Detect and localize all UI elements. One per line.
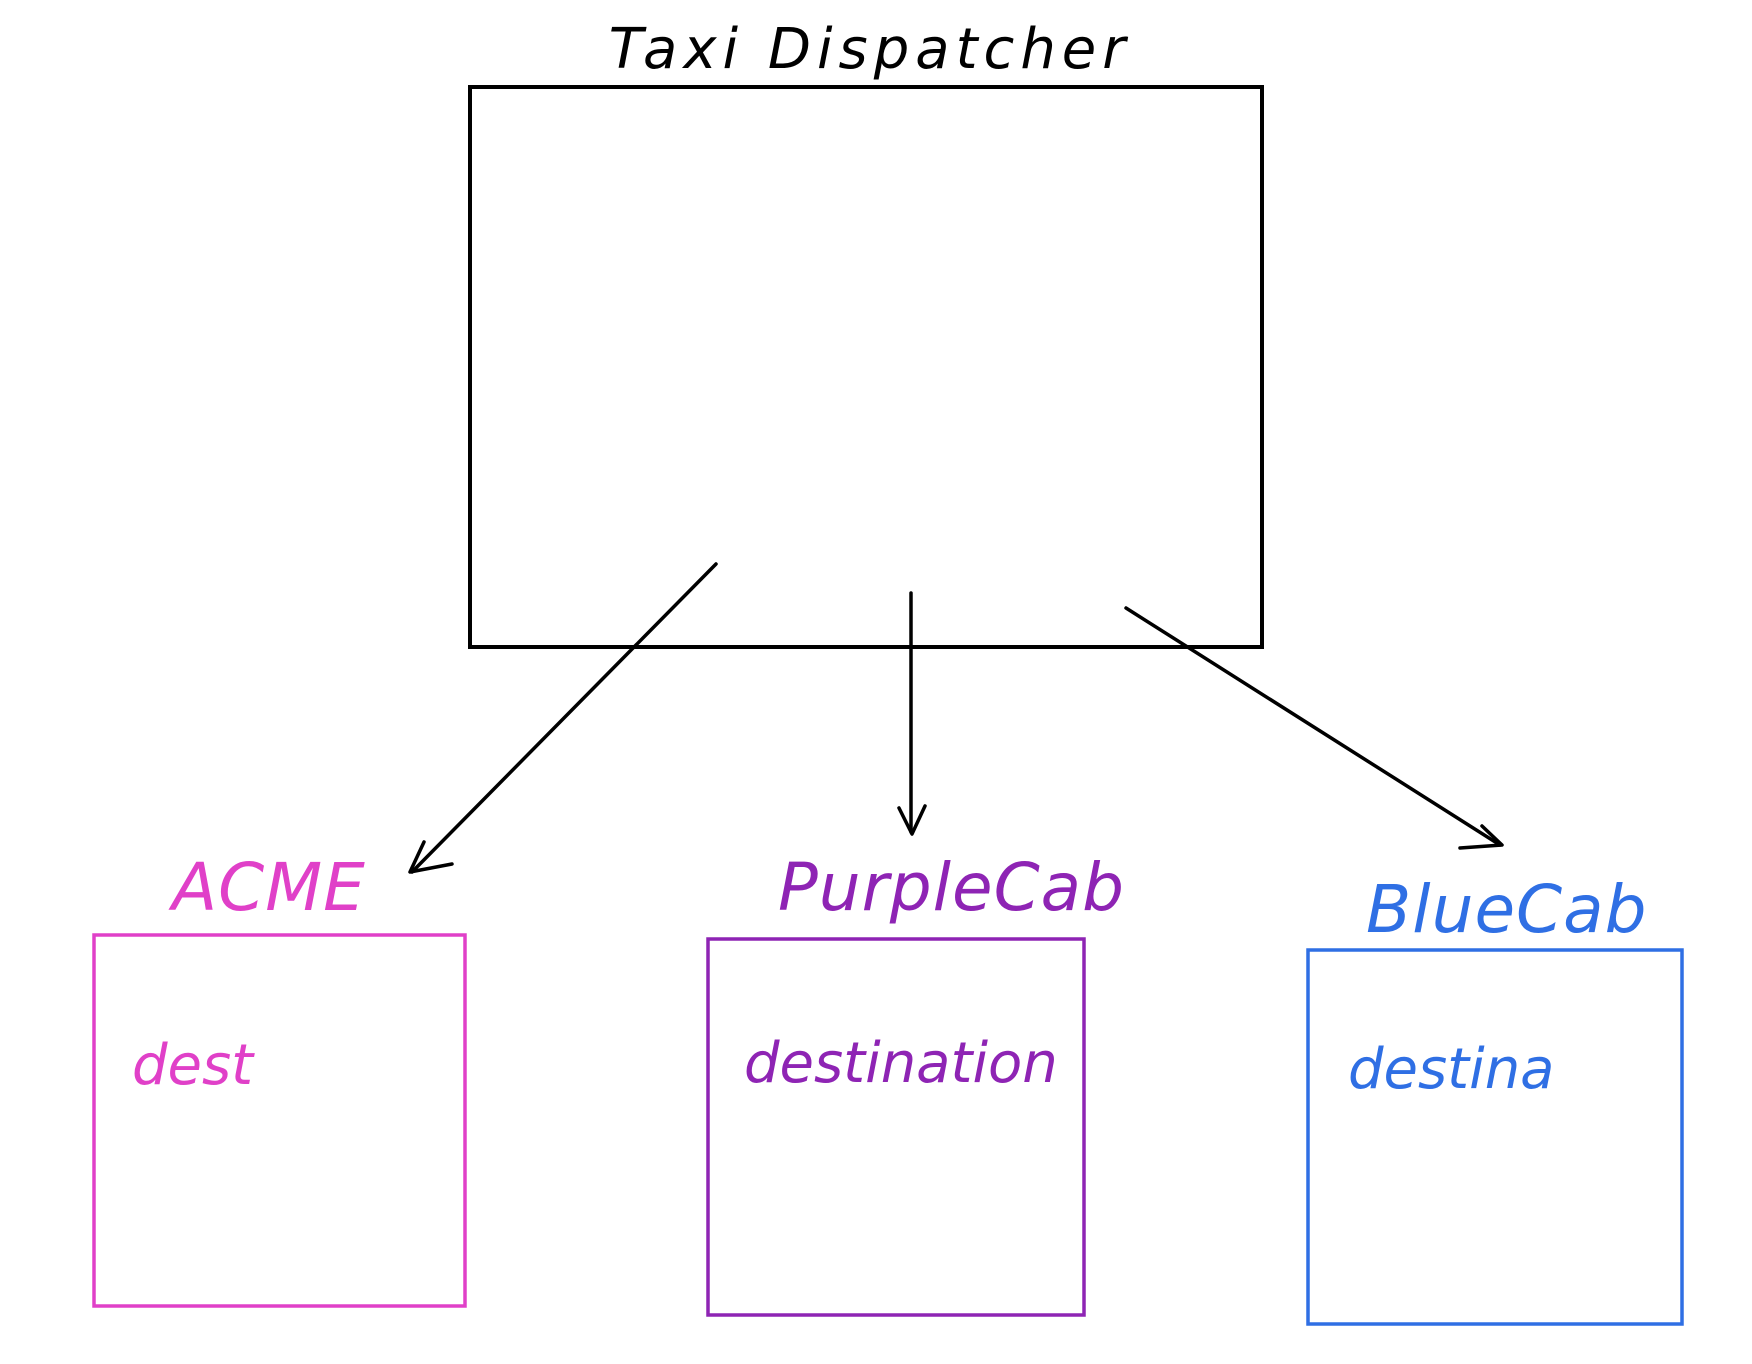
company-acme-label: ACME	[168, 849, 366, 926]
arrow-to-purplecab	[897, 591, 927, 836]
arrow-to-bluecab-head	[1458, 824, 1504, 850]
arrow-to-purplecab-head	[897, 804, 927, 836]
arrow-to-acme-head	[408, 840, 454, 874]
dispatcher-title: Taxi Dispatcher	[609, 17, 1132, 82]
company-acme-box	[92, 933, 467, 1308]
arrow-to-acme-shaft	[410, 562, 718, 874]
company-purplecab: PurpleCab destination	[706, 849, 1125, 1317]
company-bluecab-box	[1306, 948, 1684, 1326]
dispatcher-box	[468, 85, 1264, 649]
company-purplecab-box	[706, 937, 1086, 1317]
company-acme: ACME dest	[92, 849, 467, 1308]
company-bluecab: BlueCab destina	[1306, 871, 1684, 1326]
company-bluecab-label: BlueCab	[1366, 871, 1647, 948]
company-acme-field: dest	[132, 1033, 255, 1098]
company-bluecab-field: destina	[1348, 1037, 1555, 1102]
arrow-to-bluecab-shaft	[1124, 606, 1502, 847]
company-purplecab-field: destination	[744, 1031, 1058, 1096]
arrow-to-acme	[408, 562, 718, 874]
company-purplecab-label: PurpleCab	[778, 849, 1125, 926]
arrow-to-bluecab	[1124, 606, 1504, 850]
